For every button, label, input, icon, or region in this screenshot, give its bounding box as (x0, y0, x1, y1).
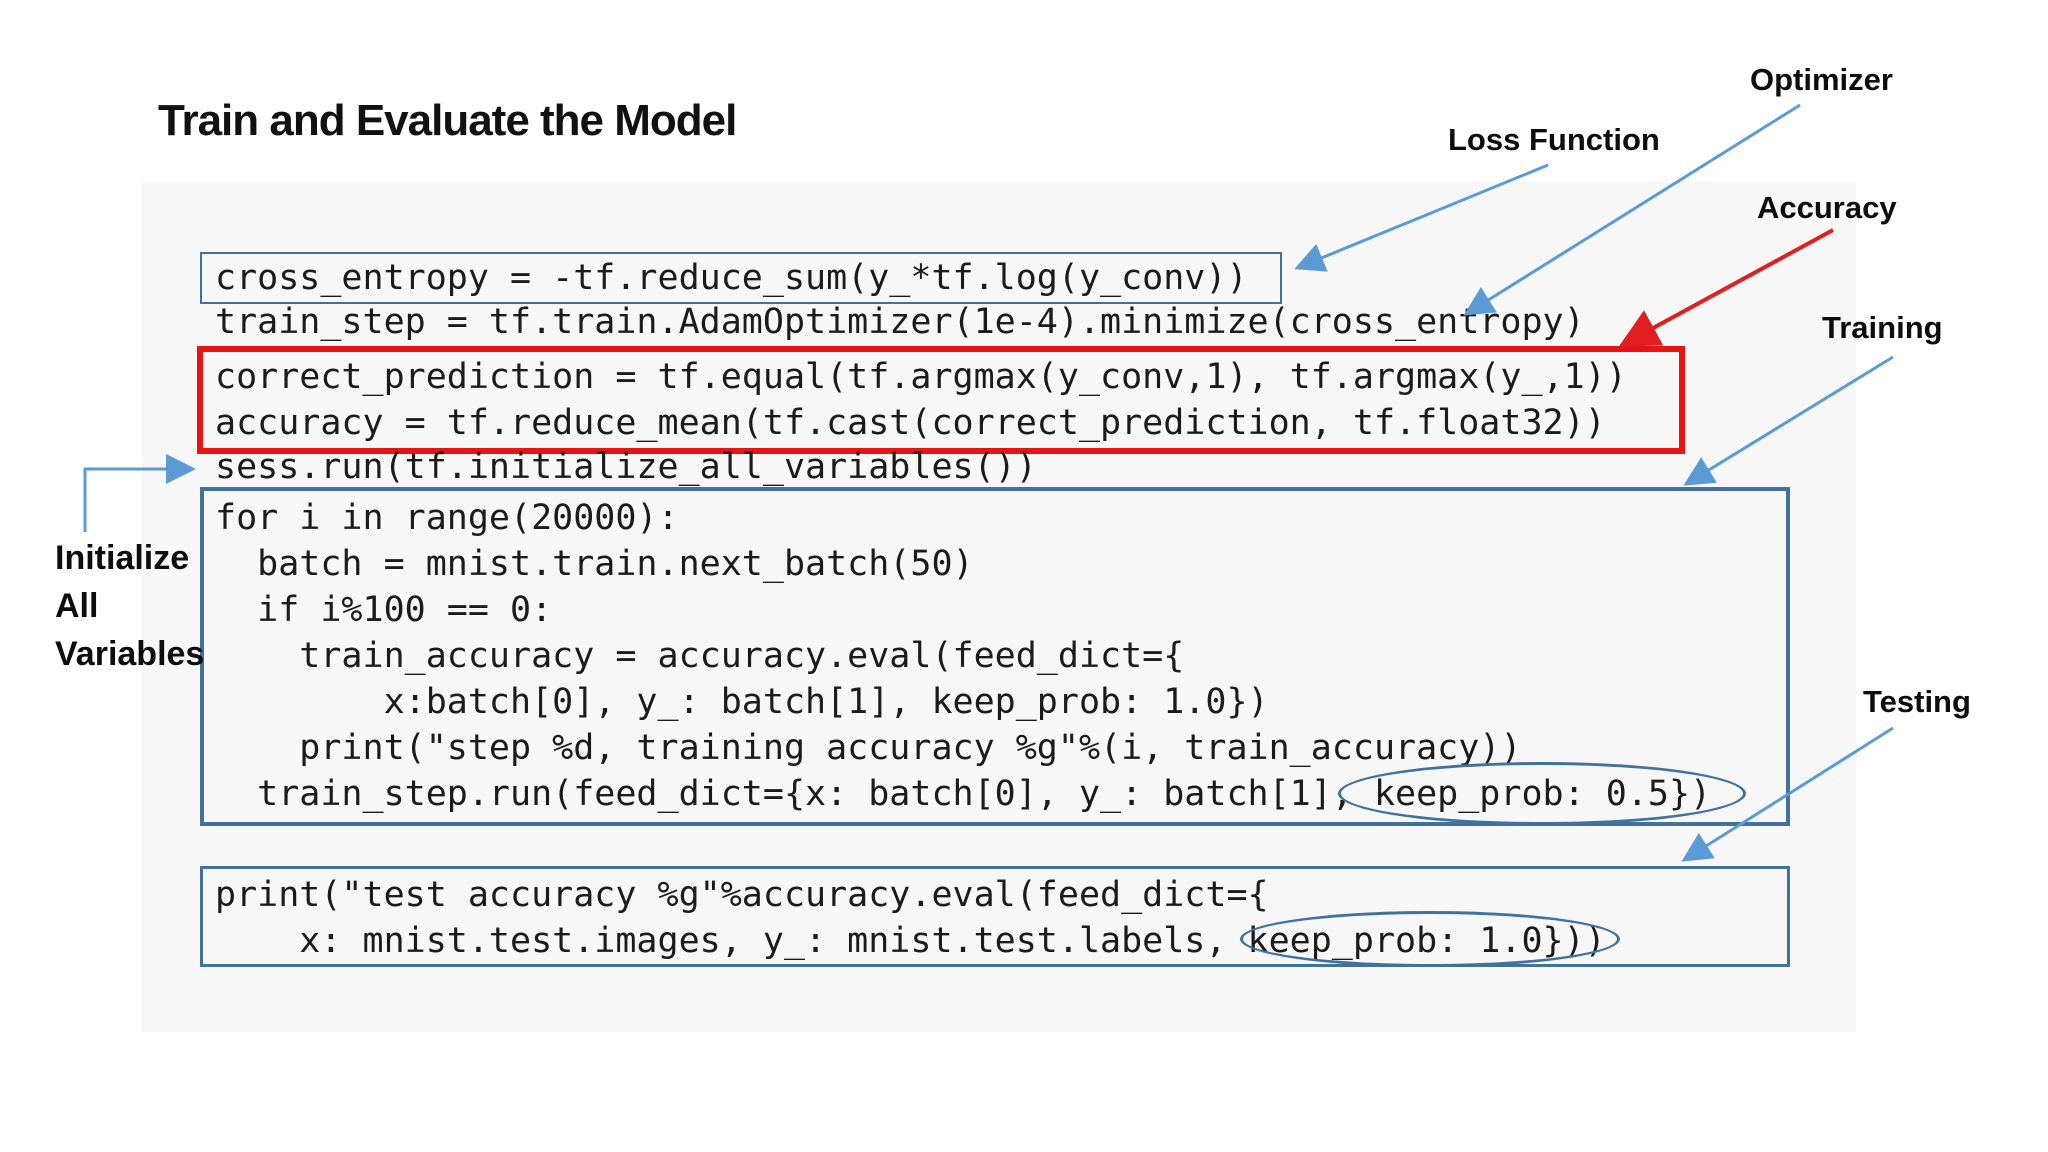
testing-label: Testing (1863, 684, 1971, 719)
code-line-print-test: print("test accuracy %g"%accuracy.eval(f… (215, 875, 1269, 915)
code-line-print-step: print("step %d, training accuracy %g"%(i… (215, 728, 1522, 768)
loss-function-label: Loss Function (1448, 122, 1660, 157)
code-line-train-step: train_step = tf.train.AdamOptimizer(1e-4… (215, 302, 1585, 342)
code-line-sess-run: sess.run(tf.initialize_all_variables()) (215, 447, 1037, 487)
keep-prob-testing-circle (1240, 911, 1620, 967)
code-line-if: if i%100 == 0: (215, 590, 553, 630)
code-line-train-accuracy: train_accuracy = accuracy.eval(feed_dict… (215, 636, 1185, 676)
training-label: Training (1822, 310, 1943, 345)
keep-prob-training-circle (1338, 762, 1746, 825)
initialize-label-line3: Variables (55, 635, 205, 673)
initialize-label-line2: All (55, 587, 99, 625)
slide-title: Train and Evaluate the Model (158, 96, 737, 145)
code-line-accuracy: accuracy = tf.reduce_mean(tf.cast(correc… (215, 403, 1606, 443)
accuracy-code-box: correct_prediction = tf.equal(tf.argmax(… (197, 346, 1685, 454)
code-line-cross-entropy: cross_entropy = -tf.reduce_sum(y_*tf.log… (215, 258, 1248, 298)
loss-function-code-box: cross_entropy = -tf.reduce_sum(y_*tf.log… (200, 252, 1282, 304)
code-line-for: for i in range(20000): (215, 498, 679, 538)
accuracy-label: Accuracy (1757, 190, 1897, 225)
code-line-batch: batch = mnist.train.next_batch(50) (215, 544, 974, 584)
code-line-feed-dict: x:batch[0], y_: batch[1], keep_prob: 1.0… (215, 682, 1269, 722)
code-line-correct-prediction: correct_prediction = tf.equal(tf.argmax(… (215, 357, 1627, 397)
slide-background (142, 182, 1856, 1032)
training-code-box: for i in range(20000): batch = mnist.tra… (200, 487, 1790, 826)
initialize-all-variables-label: Initialize All Variables (55, 534, 204, 678)
optimizer-label: Optimizer (1750, 62, 1893, 97)
initialize-label-line1: Initialize (55, 539, 190, 577)
